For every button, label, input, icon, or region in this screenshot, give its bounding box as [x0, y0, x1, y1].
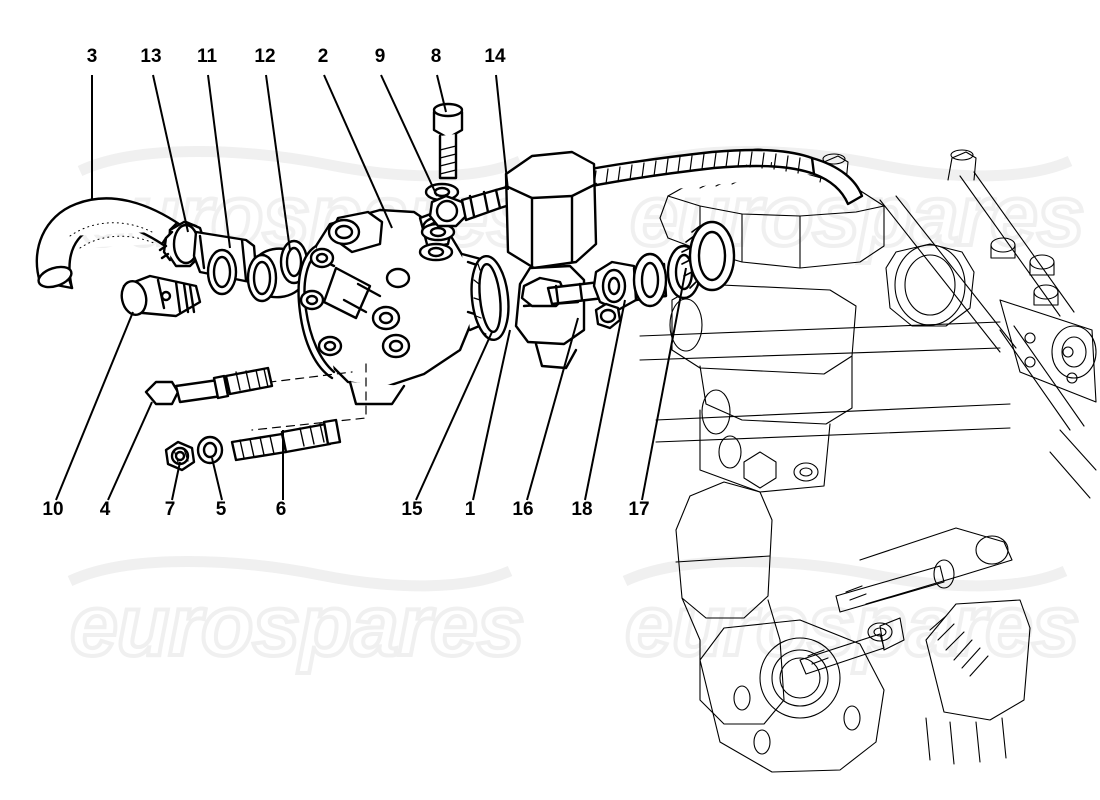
callout-10[interactable]: 10 [42, 311, 134, 520]
callout-5[interactable]: 5 [211, 457, 227, 520]
callout-17[interactable]: 17 [628, 267, 687, 520]
part-8-banjo-bolt [432, 102, 464, 180]
callout-leader-12 [265, 74, 291, 251]
callout-leader-13 [152, 74, 189, 233]
callout-7[interactable]: 7 [165, 461, 181, 520]
callout-leader-1 [472, 329, 511, 501]
exploded-parts-group [35, 102, 864, 472]
callout-9[interactable]: 9 [375, 46, 438, 197]
callout-number-8: 8 [431, 46, 442, 67]
callout-number-15: 15 [401, 499, 423, 520]
callout-leader-7 [171, 461, 181, 501]
callout-14[interactable]: 14 [484, 46, 509, 191]
callout-number-10: 10 [42, 499, 63, 520]
pipe-and-seals [192, 230, 309, 303]
callout-number-4: 4 [100, 499, 111, 520]
part-10-union-fitting [120, 274, 202, 318]
callout-3[interactable]: 3 [87, 46, 98, 200]
part-11-o-ring-seal [206, 248, 238, 296]
callout-13[interactable]: 13 [140, 46, 189, 233]
callout-leader-14 [495, 74, 509, 191]
callout-number-5: 5 [216, 499, 227, 520]
callout-leader-11 [207, 74, 231, 249]
callout-number-11: 11 [197, 46, 218, 67]
callout-leader-8 [436, 74, 447, 113]
callout-number-13: 13 [140, 46, 161, 67]
callout-number-9: 9 [375, 46, 386, 67]
callout-number-17: 17 [628, 499, 649, 520]
callout-8[interactable]: 8 [431, 46, 447, 113]
part-4-hex-head-bolt [144, 366, 342, 462]
callout-number-14: 14 [484, 46, 506, 67]
callout-number-2: 2 [318, 46, 329, 67]
callout-number-16: 16 [512, 499, 533, 520]
part-16-drive-coupling [520, 276, 606, 308]
callout-1[interactable]: 1 [465, 329, 511, 520]
callout-leader-4 [107, 401, 153, 501]
part-15-pump-gasket-o-ring [470, 254, 510, 342]
callout-leader-16 [526, 317, 579, 501]
callout-leader-9 [380, 74, 438, 197]
part-5-flat-washer [196, 435, 224, 465]
callout-12[interactable]: 12 [254, 46, 291, 251]
callouts-layer: 3 13 11 12 2 9 8 14 10 4 7 5 6 15 1 16 18 17 [42, 46, 687, 520]
callout-leader-2 [323, 74, 393, 229]
callout-number-6: 6 [276, 499, 287, 520]
callout-4[interactable]: 4 [100, 401, 153, 520]
callout-leader-5 [211, 457, 223, 501]
part-17-drive-gear [681, 220, 736, 292]
callout-6[interactable]: 6 [276, 430, 287, 520]
callout-11[interactable]: 11 [197, 46, 231, 249]
callout-leader-15 [415, 331, 493, 501]
callout-number-12: 12 [254, 46, 275, 67]
callout-number-18: 18 [571, 499, 592, 520]
callout-leader-10 [55, 311, 134, 501]
callout-2[interactable]: 2 [318, 46, 393, 229]
callout-number-1: 1 [465, 499, 476, 520]
callout-16[interactable]: 16 [512, 317, 579, 520]
callout-leader-17 [641, 267, 687, 501]
callout-18[interactable]: 18 [571, 299, 626, 520]
callout-number-7: 7 [165, 499, 176, 520]
callout-leader-18 [584, 299, 626, 501]
callout-15[interactable]: 15 [401, 331, 493, 520]
part-7-hex-nut [164, 440, 196, 472]
callout-number-3: 3 [87, 46, 98, 67]
